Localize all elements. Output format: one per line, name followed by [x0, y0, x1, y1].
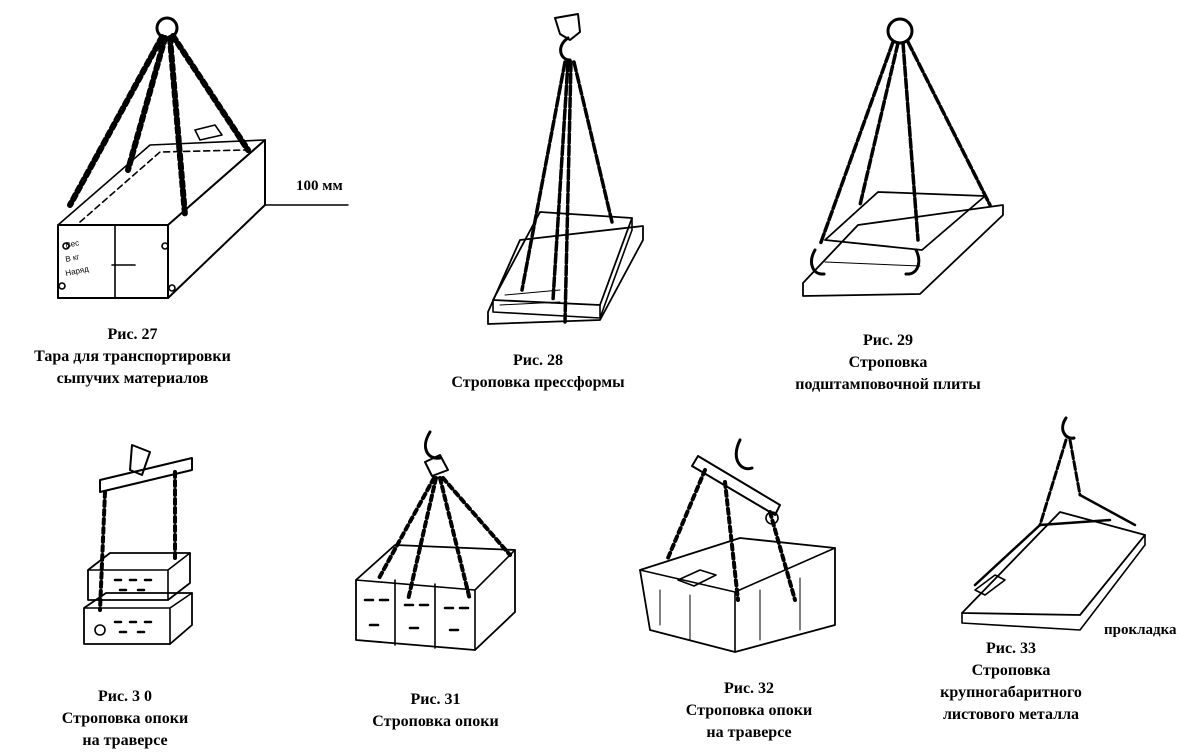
- fig27-container-drawing: Вес В кг Наряд: [57, 16, 349, 299]
- fig29-title-line2: подштамповочной плиты: [795, 376, 981, 393]
- fig29-plate-drawing: [802, 17, 1004, 297]
- fig31-number: Рис. 31: [410, 691, 461, 708]
- fig27-box-text-3: Наряд: [65, 264, 90, 278]
- fig32-title-line2: на траверсе: [706, 724, 792, 741]
- fig32-flask-drawing: [639, 438, 836, 653]
- fig33-title-line2: крупногабаритного: [940, 684, 1082, 701]
- fig27-title-line1: Тара для транспортировки: [34, 348, 231, 365]
- fig33-caption: Рис. 33 Строповка крупногабаритного лист…: [922, 638, 1100, 726]
- fig30-title-line2: на траверсе: [82, 732, 168, 749]
- fig28-title-line1: Строповка прессформы: [451, 374, 625, 391]
- fig30-number: Рис. 3 0: [97, 688, 153, 705]
- fig27-box-text-2: В кг: [65, 252, 81, 264]
- fig30-caption: Рис. 3 0 Строповка опоки на траверсе: [40, 686, 210, 752]
- fig33-sheet-metal-drawing: [961, 416, 1146, 631]
- fig32-title-line1: Строповка опоки: [685, 702, 813, 719]
- fig27-title-line2: сыпучих материалов: [56, 370, 209, 387]
- fig30-flask-drawing: [83, 444, 193, 645]
- fig28-number: Рис. 28: [512, 352, 564, 369]
- fig31-flask-drawing: [355, 430, 516, 651]
- fig29-caption: Рис. 29 Строповка подштамповочной плиты: [768, 330, 1008, 396]
- fig27-number: Рис. 27: [107, 326, 158, 343]
- fig28-press-mould-drawing: [487, 13, 644, 325]
- fig33-number: Рис. 33: [985, 640, 1037, 657]
- fig27-dimension-label: 100 мм: [296, 178, 343, 194]
- fig28-caption: Рис. 28 Строповка прессформы: [428, 350, 648, 394]
- fig33-title-line3: листового металла: [942, 706, 1080, 723]
- fig31-caption: Рис. 31 Строповка опоки: [348, 689, 523, 733]
- fig33-title-line1: Строповка: [971, 662, 1051, 679]
- fig32-number: Рис. 32: [723, 680, 775, 697]
- fig30-title-line1: Строповка опоки: [61, 710, 189, 727]
- fig32-caption: Рис. 32 Строповка опоки на траверсе: [664, 678, 834, 744]
- fig27-caption: Рис. 27 Тара для транспортировки сыпучих…: [10, 324, 255, 390]
- fig31-title-line1: Строповка опоки: [372, 713, 499, 730]
- fig27-box-text-1: Вес: [65, 238, 80, 250]
- fig33-spacer-label: прокладка: [1104, 622, 1177, 638]
- fig29-number: Рис. 29: [862, 332, 914, 349]
- fig29-title-line1: Строповка: [848, 354, 928, 371]
